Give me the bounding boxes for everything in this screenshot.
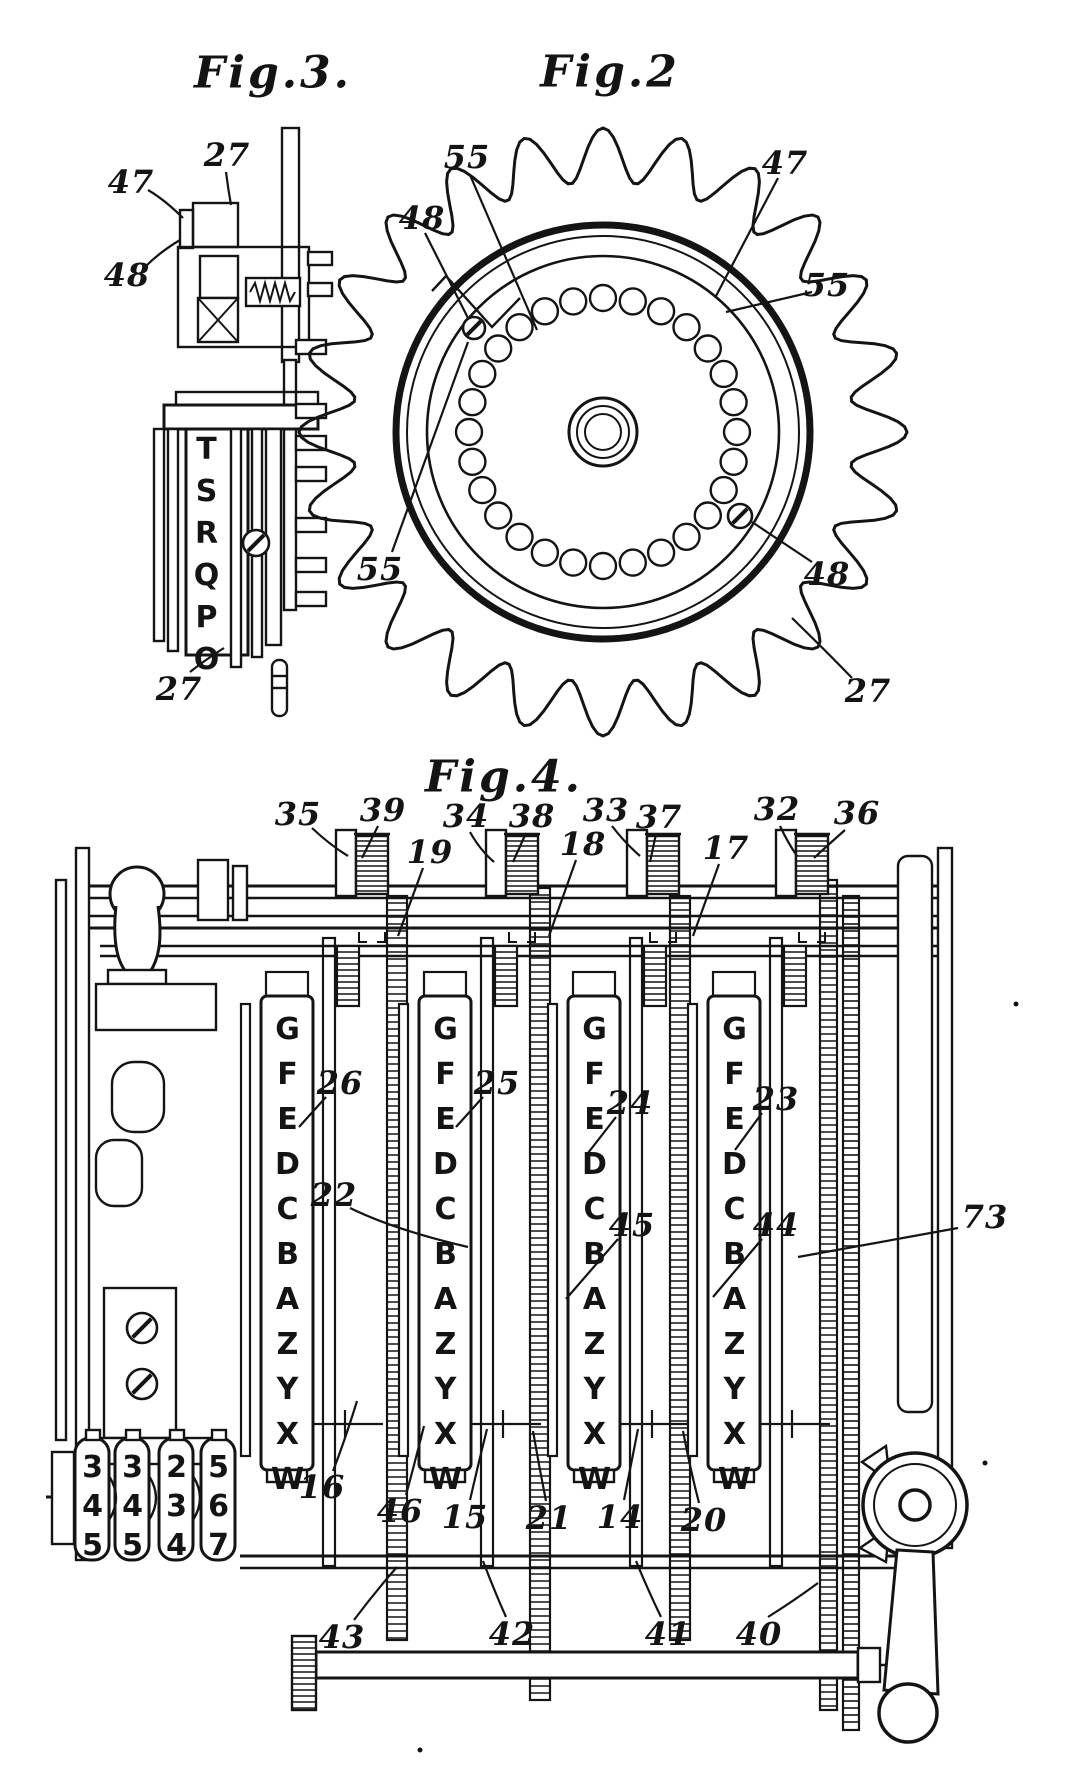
fig4-frame [46,658,969,1744]
ref-label-34: 34 [442,797,490,835]
ref-label-18: 18 [559,825,607,863]
ref-label-40: 40 [735,1615,783,1653]
ref-label-33: 33 [582,791,630,829]
ref-label-19: 19 [406,833,454,871]
reference-leader-lines [145,171,959,1621]
fig2-hole-ring [454,283,752,581]
fig3-title: Fig.3. [194,47,352,99]
ref-label-15: 15 [441,1498,489,1536]
ref-label-20: 20 [680,1501,728,1539]
ref-label-48: 48 [398,199,446,237]
number-wheel-1: 345 [75,1450,110,1567]
ref-label-73: 73 [961,1198,1009,1236]
ref-label-25: 25 [473,1064,521,1102]
ref-label-27: 27 [844,672,892,710]
fig2-sprocket-teeth [297,126,909,738]
ref-label-43: 43 [318,1618,366,1656]
fig2-sprocket-rings [392,221,814,643]
ref-label-47: 47 [107,163,155,201]
ref-label-16: 16 [298,1468,346,1506]
ref-label-17: 17 [702,829,750,867]
ref-label-38: 38 [508,797,556,835]
fig4-title: Fig.4. [425,751,583,803]
ref-label-24: 24 [606,1084,654,1122]
fig4-slide-bars [239,936,830,1568]
letter-drum-3: GFEDCBAZYXW [577,1012,612,1507]
ref-label-55: 55 [356,550,404,588]
ref-label-32: 32 [753,790,801,828]
letter-drum-2: GFEDCBAZYXW [428,1012,463,1507]
ref-label-47: 47 [761,144,809,182]
ref-label-55: 55 [803,266,851,304]
ref-label-46: 46 [376,1492,424,1530]
ref-label-55: 55 [443,138,491,176]
ref-label-36: 36 [833,794,881,832]
ref-label-45: 45 [608,1206,656,1244]
ref-label-48: 48 [803,555,851,593]
letter-drum-1: GFEDCBAZYXW [270,1012,305,1507]
ref-label-27: 27 [203,136,251,174]
ref-label-21: 21 [525,1499,573,1537]
letter-drum-4: GFEDCBAZYXW [717,1012,752,1507]
fig3-letter-drum: TSRQPO [189,432,224,684]
ref-label-27: 27 [155,670,203,708]
ref-label-22: 22 [310,1176,358,1214]
fig2-title: Fig.2 [540,46,680,98]
ref-label-23: 23 [752,1080,800,1118]
number-wheel-4: 567 [201,1450,236,1567]
ref-label-48: 48 [103,256,151,294]
ref-label-26: 26 [316,1064,364,1102]
ref-label-44: 44 [752,1206,800,1244]
ref-label-35: 35 [274,795,322,833]
ref-label-41: 41 [644,1615,692,1653]
ref-label-42: 42 [488,1615,536,1653]
ref-label-39: 39 [359,791,407,829]
ref-label-14: 14 [596,1498,644,1536]
ref-label-37: 37 [635,798,683,836]
number-wheel-2: 345 [115,1450,150,1567]
fig4-gears-and-screws [125,315,1019,1753]
fig3-cross-section [152,126,334,669]
number-wheel-3: 234 [159,1450,194,1567]
